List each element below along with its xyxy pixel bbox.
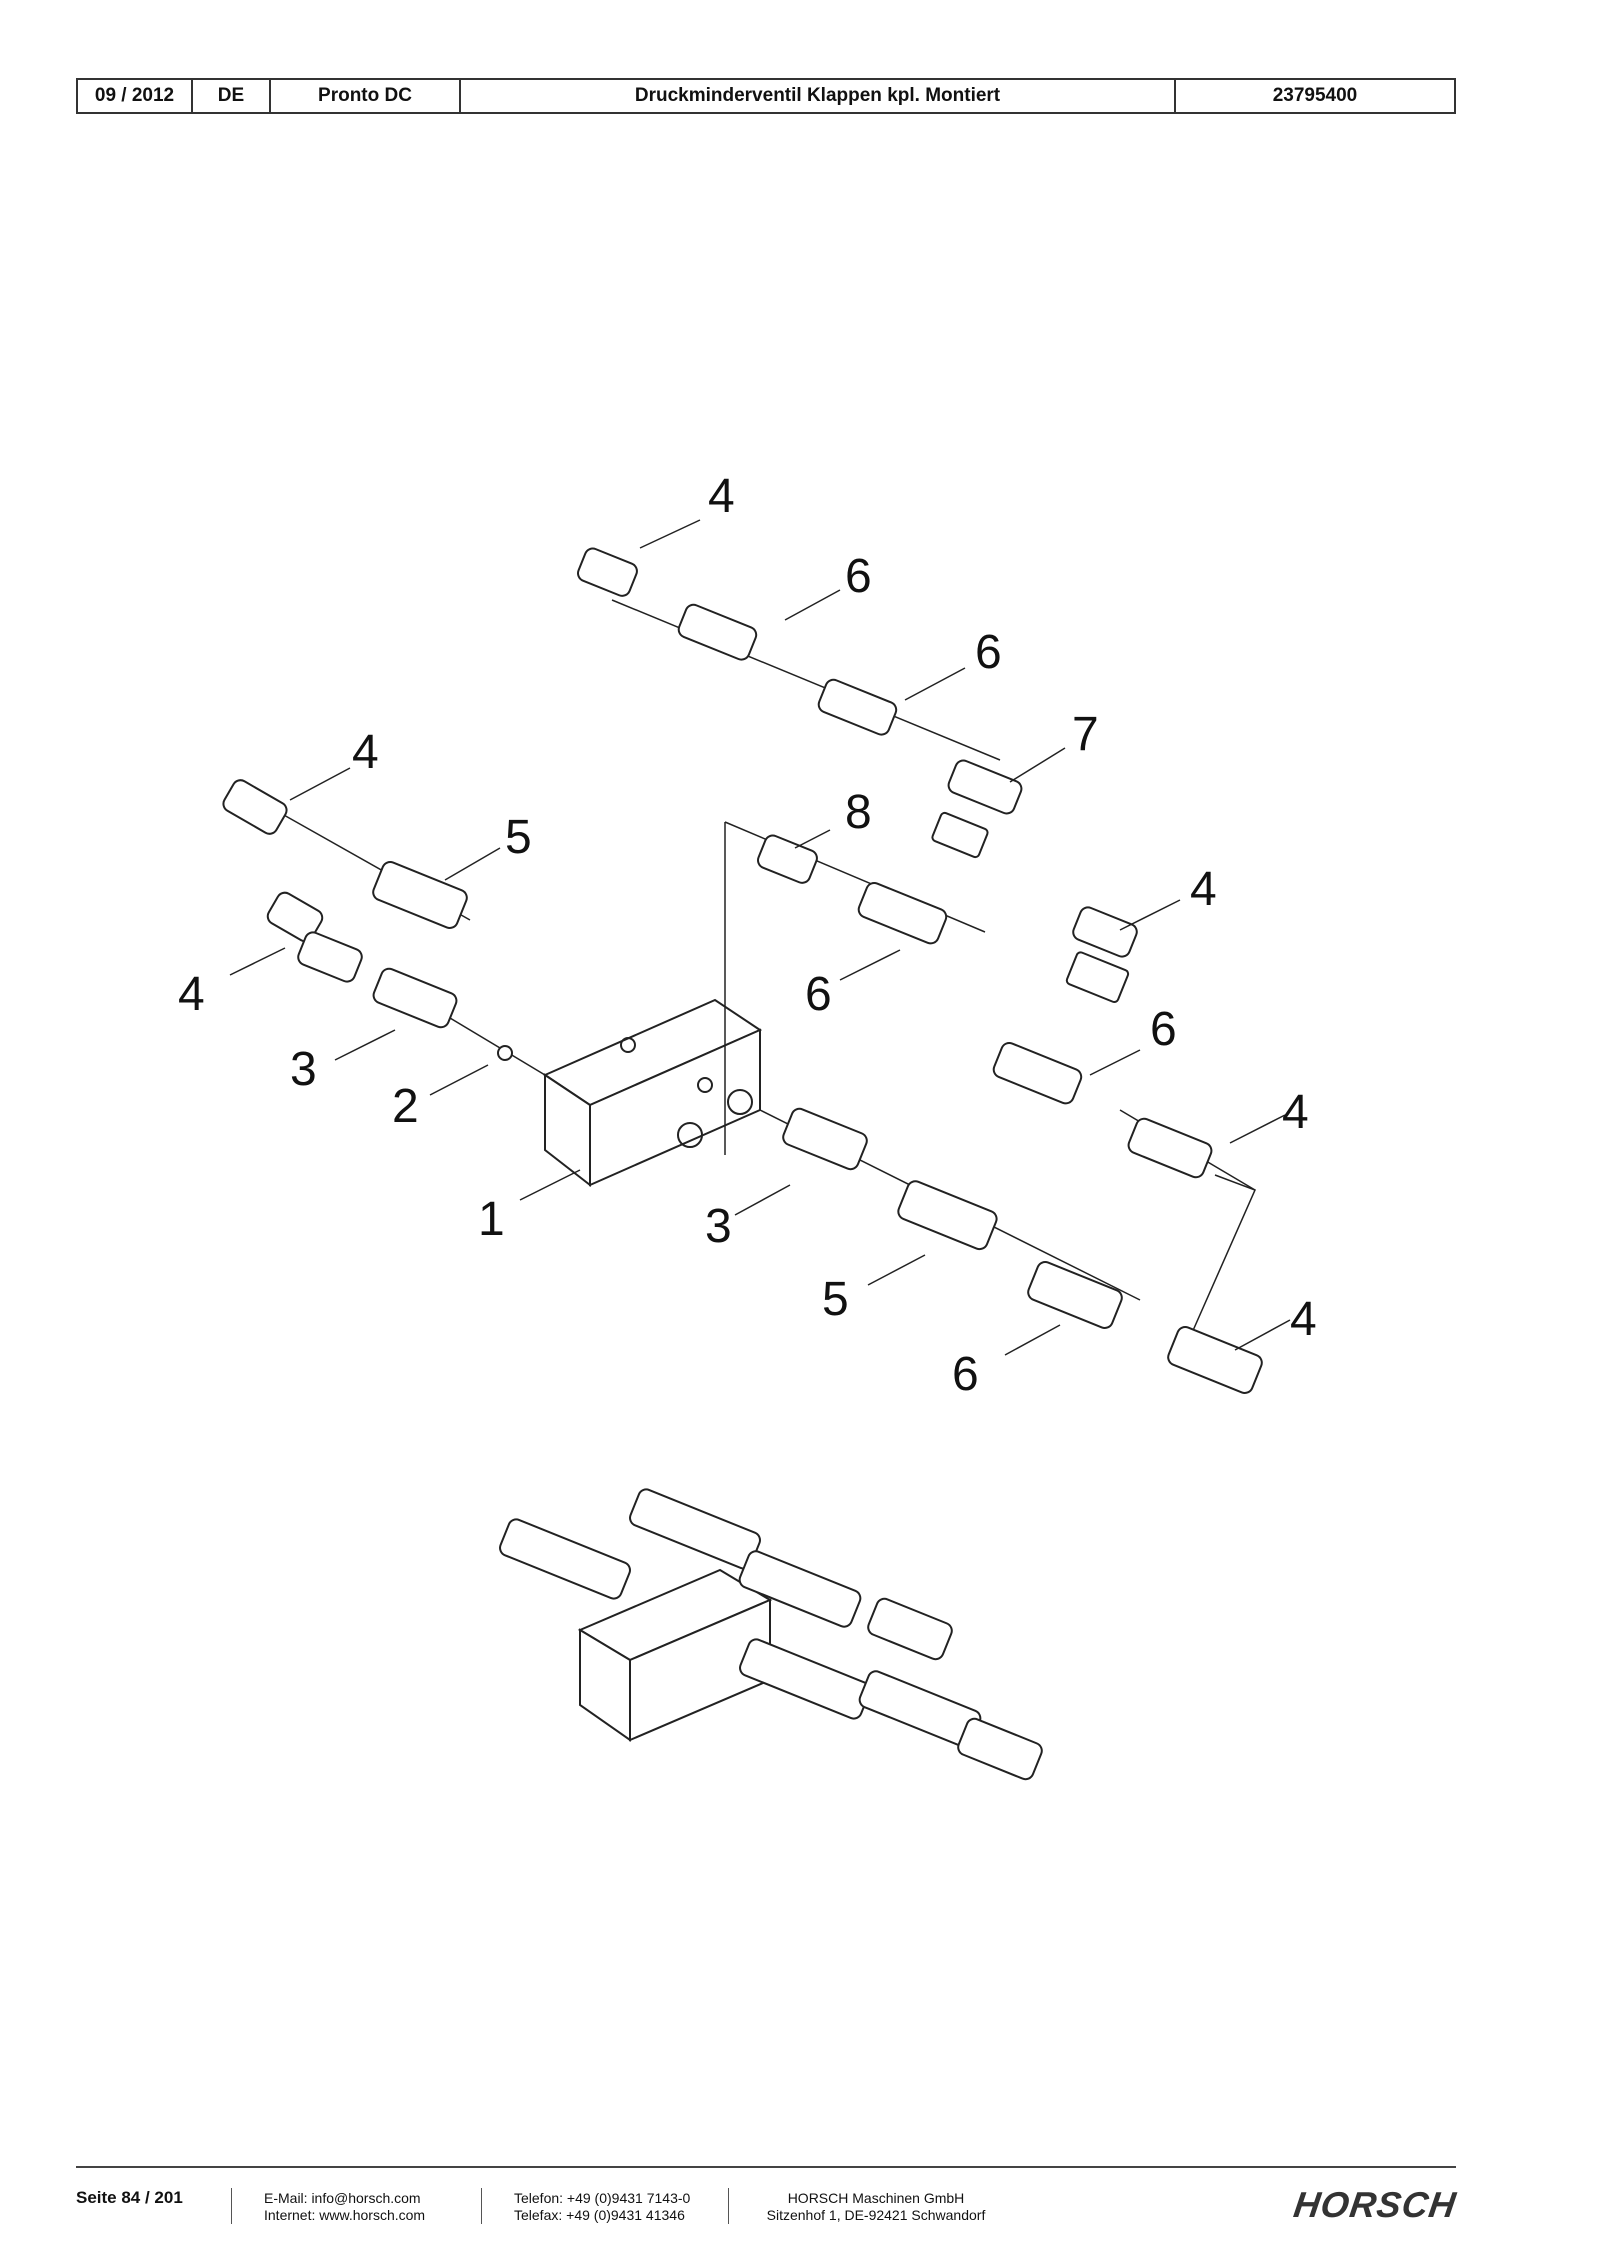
footer-contact-web: E-Mail: info@horsch.com Internet: www.ho… — [264, 2190, 425, 2224]
callout-2: 2 — [392, 1080, 419, 1133]
callout-3-left: 3 — [290, 1043, 317, 1096]
callout-3-right: 3 — [705, 1200, 732, 1253]
footer-address: Sitzenhof 1, DE-92421 Schwandorf — [766, 2207, 986, 2223]
header-language: DE — [193, 80, 271, 112]
callout-leaders — [229, 519, 1291, 1356]
callout-4-right: 4 — [1190, 863, 1217, 916]
callout-4-left: 4 — [352, 726, 379, 779]
callout-5-right: 5 — [822, 1273, 849, 1326]
footer: Seite 84 / 201 E-Mail: info@horsch.com I… — [76, 2184, 1459, 2240]
callout-6-b: 6 — [975, 626, 1002, 679]
footer-email: E-Mail: info@horsch.com — [264, 2190, 421, 2206]
callout-4-top: 4 — [708, 470, 735, 523]
assembled-view — [499, 1488, 1043, 1781]
horsch-logo: HORSCH — [1291, 2184, 1459, 2225]
footer-separator — [481, 2188, 482, 2224]
callout-1: 1 — [478, 1193, 505, 1246]
callout-6-c: 6 — [805, 968, 832, 1021]
callout-4-right-mid: 4 — [1282, 1086, 1309, 1139]
valve-block — [542, 998, 763, 1188]
footer-separator — [231, 2188, 232, 2224]
header-table: 09 / 2012 DE Pronto DC Druckminderventil… — [76, 78, 1456, 114]
footer-phone: Telefon: +49 (0)9431 7143-0 — [514, 2190, 691, 2206]
footer-contact-phone: Telefon: +49 (0)9431 7143-0 Telefax: +49… — [514, 2190, 690, 2224]
callout-4-bottom: 4 — [1290, 1293, 1317, 1346]
footer-company: HORSCH Maschinen GmbH — [787, 2190, 965, 2206]
callout-6-a: 6 — [845, 550, 872, 603]
footer-company-block: HORSCH Maschinen GmbH Sitzenhof 1, DE-92… — [761, 2190, 991, 2224]
callout-7: 7 — [1072, 708, 1099, 761]
header-date: 09 / 2012 — [78, 80, 193, 112]
footer-separator — [728, 2188, 729, 2224]
callout-numbers: 4 6 6 7 4 5 8 4 4 6 6 3 2 4 1 3 5 4 6 — [178, 470, 1317, 1401]
footer-rule — [76, 2166, 1456, 2168]
callout-8: 8 — [845, 786, 872, 839]
callout-6-e: 6 — [952, 1348, 979, 1401]
callout-5-left: 5 — [505, 811, 532, 864]
header-part-number: 23795400 — [1272, 85, 1358, 106]
page-number: Seite 84 / 201 — [76, 2188, 183, 2207]
footer-fax: Telefax: +49 (0)9431 41346 — [514, 2207, 685, 2223]
callout-6-d: 6 — [1150, 1003, 1177, 1056]
callout-4-mid-left: 4 — [178, 968, 205, 1021]
header-model: Pronto DC — [271, 80, 461, 112]
fittings — [222, 547, 1263, 1394]
header-title: Druckminderventil Klappen kpl. Montiert — [461, 80, 1176, 112]
footer-internet: Internet: www.horsch.com — [264, 2207, 426, 2223]
